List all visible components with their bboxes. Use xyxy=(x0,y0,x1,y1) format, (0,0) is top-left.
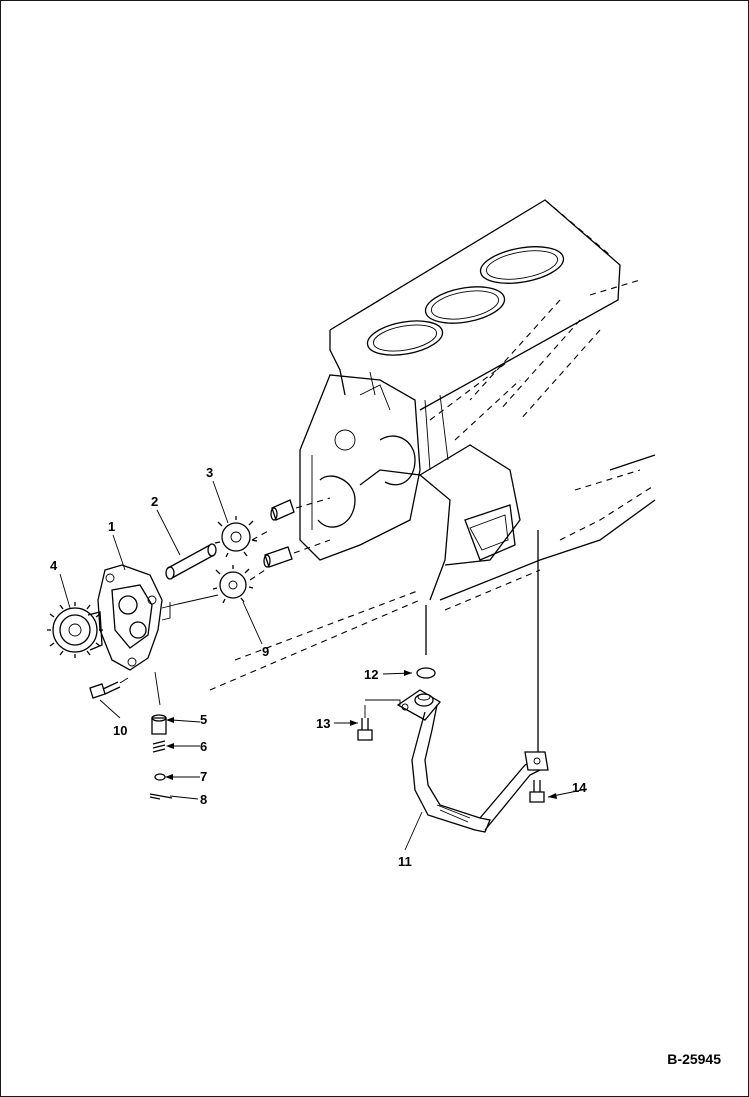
callout-9: 9 xyxy=(262,644,269,659)
ring-7 xyxy=(154,773,166,781)
oil-pump-body xyxy=(97,564,219,671)
relief-valve-5 xyxy=(151,671,167,735)
suction-pipe xyxy=(396,689,549,833)
oil-pump-shaft xyxy=(165,543,217,580)
callout-6: 6 xyxy=(200,739,207,754)
pump-drive-gear xyxy=(47,602,103,658)
cylinder-block xyxy=(299,199,656,611)
callout-14: 14 xyxy=(572,780,587,795)
callout-5: 5 xyxy=(200,712,207,727)
drawing-reference-number: B-25945 xyxy=(667,1051,721,1067)
callout-8: 8 xyxy=(200,792,207,807)
callout-10: 10 xyxy=(113,723,127,738)
bolt-13 xyxy=(357,699,401,741)
callout-7: 7 xyxy=(200,769,207,784)
callout-4: 4 xyxy=(50,558,58,573)
callout-3: 3 xyxy=(206,465,213,480)
assembly-lines xyxy=(209,530,539,752)
callout-2: 2 xyxy=(151,494,158,509)
callout-12: 12 xyxy=(364,667,378,682)
bolt-14 xyxy=(529,780,545,803)
spring-6 xyxy=(152,740,166,753)
drive-gear xyxy=(214,516,258,558)
pin-8 xyxy=(149,793,173,800)
o-ring-12 xyxy=(416,667,436,679)
callout-numbers: 1 2 3 4 5 6 7 8 9 10 11 12 13 14 xyxy=(50,465,587,869)
driven-gear xyxy=(212,565,254,604)
callout-arrowheads xyxy=(165,670,557,799)
mounting-bolt-10 xyxy=(89,677,129,699)
callout-11: 11 xyxy=(398,854,412,869)
shaft-bushings xyxy=(249,497,331,581)
callout-1: 1 xyxy=(108,519,115,534)
callout-13: 13 xyxy=(316,716,330,731)
